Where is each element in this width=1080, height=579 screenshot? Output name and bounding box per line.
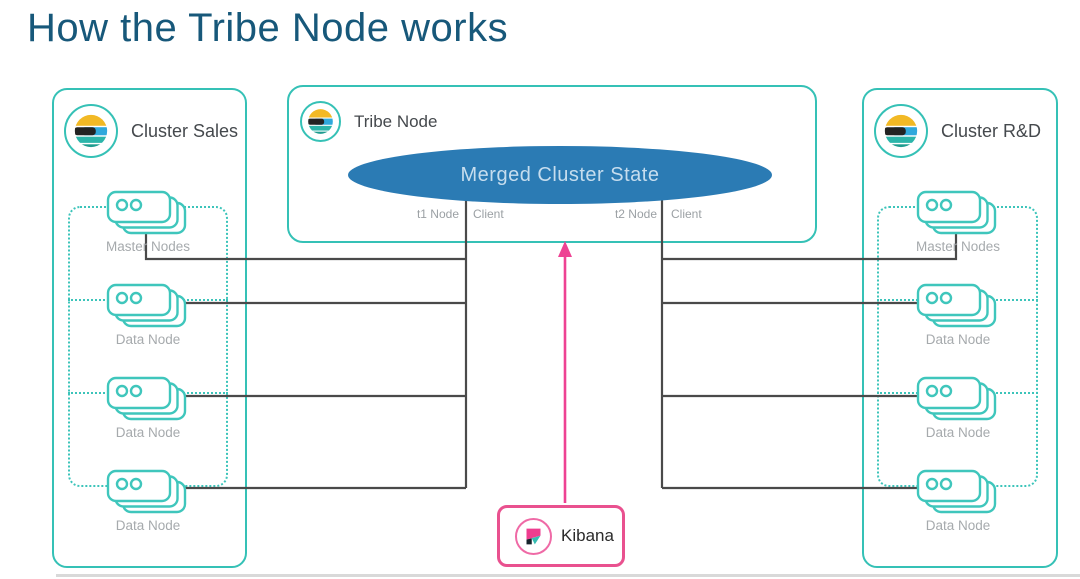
server-node-stack-icon [916, 190, 997, 235]
node-label: Data Node [115, 425, 181, 440]
sales-data-node-group: Data Node [88, 283, 208, 347]
cluster-sales-box [52, 88, 247, 568]
server-node-stack-icon [916, 376, 997, 421]
rnd-data-node-group: Data Node [898, 376, 1018, 440]
node-label: Data Node [925, 332, 991, 347]
t1-node-label: t1 Node [416, 207, 459, 221]
server-node-stack-icon [106, 190, 187, 235]
sales-data-node-group: Data Node [88, 376, 208, 440]
merged-cluster-state-label: Merged Cluster State [460, 163, 660, 186]
merged-cluster-state-ellipse: Merged Cluster State [348, 146, 772, 204]
t2-client-label: Client [671, 207, 702, 221]
elasticsearch-logo-icon [300, 101, 341, 142]
kibana-arrow [558, 241, 572, 503]
node-label: Data Node [115, 332, 181, 347]
t2-node-label: t2 Node [614, 207, 657, 221]
t1-client-label: Client [473, 207, 504, 221]
slide-bottom-edge [56, 574, 1080, 577]
kibana-logo-icon [515, 517, 552, 555]
server-node-stack-icon [916, 283, 997, 328]
tribe-node-name: Tribe Node [354, 111, 438, 131]
sales-data-node-group: Data Node [88, 469, 208, 533]
cluster-rnd-header: Cluster R&D [874, 104, 1041, 158]
rnd-master-nodes-group: Master Nodes [898, 190, 1018, 254]
kibana-label: Kibana [561, 526, 614, 545]
elasticsearch-logo-icon [64, 104, 118, 158]
page-title: How the Tribe Node works [27, 6, 509, 50]
node-label: Data Node [115, 518, 181, 533]
elasticsearch-logo-icon [874, 104, 928, 158]
server-node-stack-icon [916, 469, 997, 514]
server-node-stack-icon [106, 376, 187, 421]
cluster-name: Cluster R&D [941, 120, 1042, 141]
cluster-name: Cluster Sales [131, 120, 239, 141]
tribe-node-header: Tribe Node [300, 101, 437, 142]
server-node-stack-icon [106, 283, 187, 328]
server-node-stack-icon [106, 469, 187, 514]
sales-master-nodes-group: Master Nodes [88, 190, 208, 254]
tribe-node-box [287, 85, 817, 243]
rnd-data-node-group: Data Node [898, 469, 1018, 533]
cluster-sales-header: Cluster Sales [64, 104, 238, 158]
node-label: Data Node [925, 425, 991, 440]
node-label: Master Nodes [915, 239, 1001, 254]
rnd-data-node-group: Data Node [898, 283, 1018, 347]
cluster-rnd-box [862, 88, 1058, 568]
node-label: Data Node [925, 518, 991, 533]
node-label: Master Nodes [105, 239, 191, 254]
kibana-box: Kibana [497, 505, 625, 567]
